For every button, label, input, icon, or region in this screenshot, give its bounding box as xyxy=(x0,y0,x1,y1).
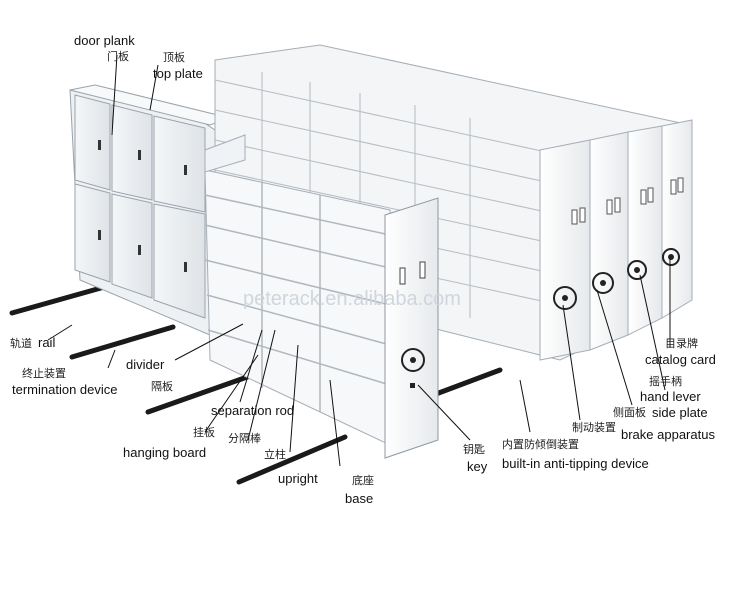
label-rail: 轨道 rail xyxy=(10,335,55,350)
label-catalog-card: 目录牌 catalog card xyxy=(645,336,716,367)
svg-text:divider: divider xyxy=(126,357,165,372)
svg-text:分隔棒: 分隔棒 xyxy=(228,431,261,445)
svg-text:hand lever: hand lever xyxy=(640,389,701,404)
svg-text:制动装置: 制动装置 xyxy=(572,421,616,434)
door-handles xyxy=(98,140,187,272)
svg-text:目录牌: 目录牌 xyxy=(665,336,698,350)
svg-text:门板: 门板 xyxy=(107,49,129,63)
svg-text:轨道: 轨道 xyxy=(10,336,32,350)
svg-text:摇手柄: 摇手柄 xyxy=(649,374,682,388)
svg-text:侧面板: 侧面板 xyxy=(613,405,646,419)
svg-text:顶板: 顶板 xyxy=(163,50,185,64)
svg-text:终止装置: 终止装置 xyxy=(22,366,66,380)
label-hand-lever: 摇手柄 hand lever xyxy=(640,374,701,404)
label-separation-rod: separation rod 分隔棒 xyxy=(211,403,294,445)
label-termination-device: 终止装置 termination device xyxy=(12,366,118,397)
svg-text:base: base xyxy=(345,491,373,506)
door-planks xyxy=(74,94,206,319)
label-base: 底座 base xyxy=(345,473,374,506)
door-cabinet xyxy=(69,84,232,336)
label-brake-apparatus: 制动装置 brake apparatus xyxy=(572,421,715,442)
label-anti-tipping: 内置防倾倒装置 built-in anti-tipping device xyxy=(502,437,649,471)
label-upright: 立柱 upright xyxy=(264,447,318,486)
watermark: peterack.en.alibaba.com xyxy=(243,288,461,310)
svg-text:side plate: side plate xyxy=(652,405,708,420)
svg-text:brake apparatus: brake apparatus xyxy=(621,427,715,442)
svg-text:隔板: 隔板 xyxy=(151,379,173,393)
svg-text:upright: upright xyxy=(278,471,318,486)
svg-text:rail: rail xyxy=(38,335,55,350)
svg-text:catalog card: catalog card xyxy=(645,352,716,367)
svg-text:钥匙: 钥匙 xyxy=(463,442,485,456)
svg-text:separation rod: separation rod xyxy=(211,403,294,418)
label-hanging-board: 挂板 hanging board xyxy=(123,425,215,460)
svg-text:top plate: top plate xyxy=(153,66,203,81)
label-top-plate: 顶板 top plate xyxy=(153,50,203,81)
front-shelving-unit xyxy=(204,134,439,459)
svg-text:挂板: 挂板 xyxy=(193,425,215,439)
svg-text:立柱: 立柱 xyxy=(264,447,286,461)
leader-lines xyxy=(47,54,671,467)
label-divider: divider 隔板 xyxy=(126,357,173,393)
svg-text:底座: 底座 xyxy=(352,473,374,487)
label-key: 钥匙 key xyxy=(463,442,488,474)
svg-text:door plank: door plank xyxy=(74,33,135,48)
svg-text:built-in anti-tipping device: built-in anti-tipping device xyxy=(502,456,649,471)
svg-text:termination device: termination device xyxy=(12,382,118,397)
svg-text:hanging board: hanging board xyxy=(123,445,206,460)
label-side-plate: 侧面板 side plate xyxy=(613,405,708,420)
label-door-plank: door plank 门板 xyxy=(74,33,135,63)
svg-text:内置防倾倒装置: 内置防倾倒装置 xyxy=(502,437,579,451)
svg-text:key: key xyxy=(467,459,488,474)
